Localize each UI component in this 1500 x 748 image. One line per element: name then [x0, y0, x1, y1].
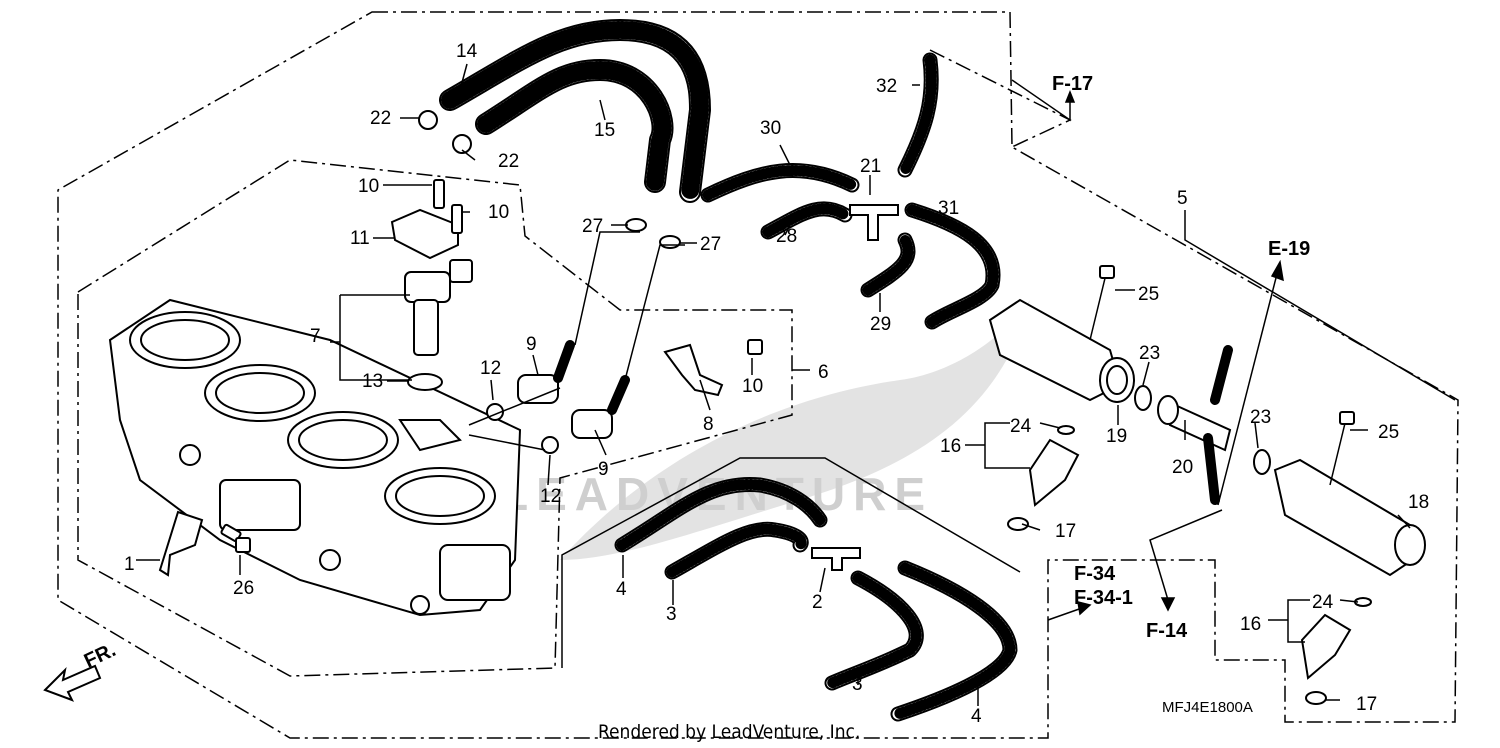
- ref-arrows: [1011, 79, 1284, 621]
- callout-17b: 17: [1356, 694, 1377, 715]
- front-label: FR.: [81, 639, 119, 673]
- part-2-joint[interactable]: [811, 547, 861, 571]
- hose-3-upper[interactable]: [664, 521, 809, 580]
- hose-28[interactable]: [760, 201, 853, 240]
- callout-22b: 22: [498, 151, 519, 172]
- callout-31: 31: [938, 198, 959, 219]
- part-16-injectors[interactable]: [1028, 438, 1352, 680]
- ref-e19: E-19: [1268, 238, 1310, 260]
- part-26-screw[interactable]: [220, 523, 251, 553]
- callout-7: 7: [310, 326, 321, 347]
- throttle-body-boundary: [77, 159, 793, 677]
- callout-13: 13: [362, 371, 383, 392]
- fuel-rail-boundary: [929, 49, 1072, 148]
- callout-21: 21: [860, 156, 881, 177]
- callout-9a: 9: [526, 334, 537, 355]
- callout-23b: 23: [1250, 407, 1271, 428]
- callout-10b: 10: [488, 202, 509, 223]
- callout-17a: 17: [1055, 521, 1076, 542]
- part-25-bolts[interactable]: [1089, 265, 1355, 486]
- callout-8: 8: [703, 414, 714, 435]
- callout-3b: 3: [852, 674, 863, 695]
- callout-19: 19: [1106, 426, 1127, 447]
- callout-14: 14: [456, 41, 478, 62]
- callout-22a: 22: [370, 108, 391, 129]
- ref-f34-1: F-34-1: [1074, 587, 1133, 609]
- hose-31[interactable]: [904, 202, 1001, 330]
- callout-23a: 23: [1139, 343, 1160, 364]
- callout-9b: 9: [598, 459, 609, 480]
- part-10-bolts[interactable]: [433, 179, 763, 355]
- callout-4b: 4: [971, 706, 982, 727]
- callout-16a: 16: [940, 436, 961, 457]
- callout-25a: 25: [1138, 284, 1159, 305]
- hose-30[interactable]: [700, 163, 860, 203]
- part-24-seals[interactable]: [1057, 425, 1372, 607]
- callout-4a: 4: [616, 579, 627, 600]
- throttle-body[interactable]: [108, 298, 522, 617]
- callout-1: 1: [124, 554, 135, 575]
- callout-10a: 10: [358, 176, 379, 197]
- hose-area-boundary: [561, 457, 1021, 668]
- callout-labels: 1 2 3 3 4 4 5 6 7 8 9 9 10 10 10 11 12 1…: [124, 41, 1429, 727]
- callout-25b: 25: [1378, 422, 1399, 443]
- callout-32: 32: [876, 76, 897, 97]
- callout-27b: 27: [700, 234, 721, 255]
- part-17-seals[interactable]: [1007, 517, 1327, 705]
- leader-lines: [136, 63, 1456, 706]
- part-7-sensor[interactable]: [404, 259, 473, 356]
- part-13-oring[interactable]: [407, 373, 443, 391]
- hose-32[interactable]: [897, 52, 939, 178]
- ref-f34: F-34: [1074, 563, 1116, 585]
- callout-18: 18: [1408, 492, 1429, 513]
- outer-boundary: [57, 11, 1459, 739]
- part-11-bracket[interactable]: [390, 208, 459, 260]
- callout-24a: 24: [1010, 416, 1032, 437]
- callout-24b: 24: [1312, 592, 1334, 613]
- callout-3a: 3: [666, 604, 677, 625]
- part-20-joint[interactable]: [1157, 345, 1233, 505]
- part-1-bracket[interactable]: [158, 510, 204, 577]
- diagram-code: MFJ4E1800A: [1162, 699, 1253, 716]
- callout-28: 28: [776, 226, 797, 247]
- callout-12b: 12: [540, 486, 561, 507]
- hose-15[interactable]: [475, 59, 674, 193]
- hose-3-lower[interactable]: [824, 570, 924, 691]
- callout-15: 15: [594, 120, 615, 141]
- part-12-washers[interactable]: [486, 403, 559, 454]
- footer-credit: Rendered by LeadVenture, Inc.: [598, 721, 860, 743]
- reference-labels[interactable]: F-17 E-19 F-34 F-34-1 F-14: [1052, 73, 1310, 642]
- part-9-valves[interactable]: [517, 340, 630, 439]
- callout-11: 11: [350, 228, 370, 249]
- callout-29: 29: [870, 314, 891, 335]
- callout-20: 20: [1172, 457, 1193, 478]
- callout-2: 2: [812, 592, 823, 613]
- part-19-fuel-rail[interactable]: [988, 298, 1135, 403]
- part-8-clip[interactable]: [663, 343, 724, 397]
- ref-f17: F-17: [1052, 73, 1093, 95]
- part-18-fuel-rail[interactable]: [1273, 458, 1426, 577]
- hose-29[interactable]: [860, 232, 916, 298]
- hose-4-upper[interactable]: [614, 476, 828, 553]
- callout-10c: 10: [742, 376, 763, 397]
- part-23-orings[interactable]: [1134, 385, 1271, 475]
- hose-14[interactable]: [439, 19, 711, 203]
- callout-26: 26: [233, 578, 254, 599]
- part-27-clips[interactable]: [625, 218, 681, 249]
- part-22-clips[interactable]: [418, 110, 472, 154]
- front-arrow-icon: FR.: [43, 639, 119, 702]
- ref-f14: F-14: [1146, 620, 1188, 642]
- callout-5: 5: [1177, 188, 1188, 209]
- callout-16b: 16: [1240, 614, 1261, 635]
- callout-30: 30: [760, 118, 781, 139]
- hose-4-lower[interactable]: [890, 560, 1018, 722]
- callout-27a: 27: [582, 216, 603, 237]
- callout-6: 6: [818, 362, 829, 383]
- part-21-joint[interactable]: [849, 204, 899, 241]
- callout-12a: 12: [480, 358, 501, 379]
